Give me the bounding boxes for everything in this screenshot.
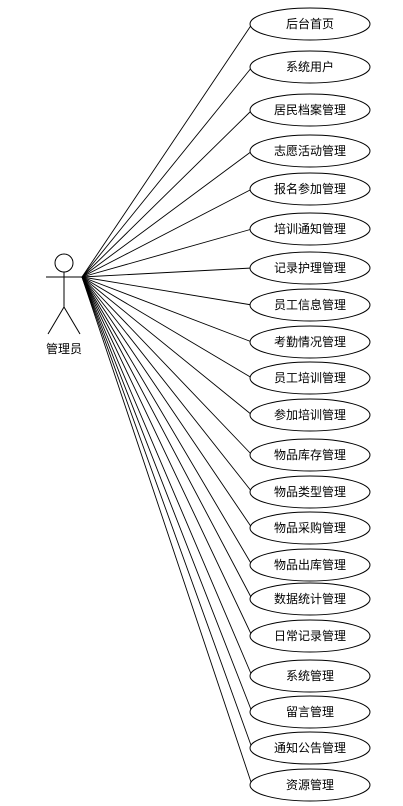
use-case: 培训通知管理 bbox=[249, 212, 371, 246]
association-line bbox=[81, 276, 253, 786]
use-case-label: 培训通知管理 bbox=[274, 221, 346, 236]
association-line bbox=[81, 276, 253, 600]
use-case-ellipse bbox=[249, 475, 371, 509]
use-case: 系统管理 bbox=[249, 659, 371, 693]
use-case-label: 后台首页 bbox=[286, 16, 334, 31]
use-case: 物品库存管理 bbox=[249, 438, 371, 472]
association-line bbox=[81, 276, 253, 306]
association-line bbox=[81, 276, 253, 379]
use-case: 物品采购管理 bbox=[249, 511, 371, 545]
association-line bbox=[81, 276, 253, 529]
use-case-ellipse bbox=[249, 619, 371, 653]
use-case: 物品出库管理 bbox=[249, 548, 371, 582]
use-case-ellipse bbox=[249, 659, 371, 693]
association-line bbox=[81, 66, 253, 278]
use-case-label: 物品类型管理 bbox=[274, 484, 346, 499]
use-case: 参加培训管理 bbox=[249, 398, 371, 432]
association-line bbox=[81, 109, 253, 278]
use-case-label: 系统用户 bbox=[286, 59, 334, 74]
use-case: 日常记录管理 bbox=[249, 619, 371, 653]
use-case: 报名参加管理 bbox=[249, 172, 371, 206]
actor-left-leg bbox=[47, 306, 65, 335]
use-case-ellipse bbox=[249, 731, 371, 765]
use-case-label: 数据统计管理 bbox=[274, 591, 346, 606]
use-case: 后台首页 bbox=[249, 7, 371, 41]
use-case-label: 物品采购管理 bbox=[274, 520, 346, 535]
use-case-ellipse bbox=[249, 438, 371, 472]
use-case-ellipse bbox=[249, 582, 371, 616]
use-case-label: 日常记录管理 bbox=[274, 628, 346, 643]
association-lines bbox=[81, 23, 253, 786]
association-line bbox=[81, 228, 253, 278]
actor-head bbox=[54, 253, 74, 273]
use-case-label: 志愿活动管理 bbox=[274, 143, 346, 158]
use-case-list: 后台首页系统用户居民档案管理志愿活动管理报名参加管理培训通知管理记录护理管理员工… bbox=[249, 7, 371, 802]
use-case-ellipse bbox=[249, 361, 371, 395]
use-case: 留言管理 bbox=[249, 695, 371, 729]
use-case: 员工信息管理 bbox=[249, 288, 371, 322]
use-case-ellipse bbox=[249, 768, 371, 802]
association-line bbox=[81, 23, 253, 278]
use-case-label: 系统管理 bbox=[286, 668, 334, 683]
use-case-label: 考勤情况管理 bbox=[274, 334, 346, 349]
use-case: 居民档案管理 bbox=[249, 93, 371, 127]
association-line bbox=[81, 276, 253, 416]
use-case: 数据统计管理 bbox=[249, 582, 371, 616]
use-case: 资源管理 bbox=[249, 768, 371, 802]
use-case: 系统用户 bbox=[249, 50, 371, 84]
use-case-ellipse bbox=[249, 548, 371, 582]
use-case-ellipse bbox=[249, 695, 371, 729]
use-case-label: 物品库存管理 bbox=[274, 447, 346, 462]
association-line bbox=[81, 276, 253, 749]
use-case-ellipse bbox=[249, 325, 371, 359]
use-case-ellipse bbox=[249, 511, 371, 545]
use-case: 志愿活动管理 bbox=[249, 134, 371, 168]
association-line bbox=[81, 276, 253, 637]
use-case-ellipse bbox=[249, 134, 371, 168]
use-case-label: 员工培训管理 bbox=[274, 370, 346, 385]
use-case-label: 居民档案管理 bbox=[274, 102, 346, 117]
use-case-ellipse bbox=[249, 251, 371, 285]
association-line bbox=[81, 150, 253, 278]
use-case-label: 物品出库管理 bbox=[274, 557, 346, 572]
use-case-ellipse bbox=[249, 93, 371, 127]
use-case: 考勤情况管理 bbox=[249, 325, 371, 359]
actor-label: 管理员 bbox=[46, 341, 82, 356]
use-case-ellipse bbox=[249, 7, 371, 41]
use-case: 通知公告管理 bbox=[249, 731, 371, 765]
use-case-label: 资源管理 bbox=[286, 777, 334, 792]
association-line bbox=[81, 276, 253, 456]
association-line bbox=[81, 276, 253, 493]
association-line bbox=[81, 276, 253, 677]
use-case-label: 记录护理管理 bbox=[274, 260, 346, 275]
association-line bbox=[81, 267, 253, 278]
use-case-ellipse bbox=[249, 172, 371, 206]
use-case-label: 参加培训管理 bbox=[274, 407, 346, 422]
use-case-label: 留言管理 bbox=[286, 704, 334, 719]
use-case-ellipse bbox=[249, 50, 371, 84]
actor-right-leg bbox=[63, 306, 81, 335]
actor-admin: 管理员 bbox=[46, 253, 82, 356]
use-case-ellipse bbox=[249, 288, 371, 322]
use-case-label: 报名参加管理 bbox=[274, 181, 346, 196]
use-case-label: 通知公告管理 bbox=[274, 740, 346, 755]
use-case: 物品类型管理 bbox=[249, 475, 371, 509]
association-line bbox=[81, 188, 253, 278]
use-case: 员工培训管理 bbox=[249, 361, 371, 395]
use-case-ellipse bbox=[249, 398, 371, 432]
use-case: 记录护理管理 bbox=[249, 251, 371, 285]
association-line bbox=[81, 276, 253, 343]
use-case-ellipse bbox=[249, 212, 371, 246]
association-line bbox=[81, 276, 253, 566]
use-case-label: 员工信息管理 bbox=[274, 297, 346, 312]
association-line bbox=[81, 276, 253, 713]
